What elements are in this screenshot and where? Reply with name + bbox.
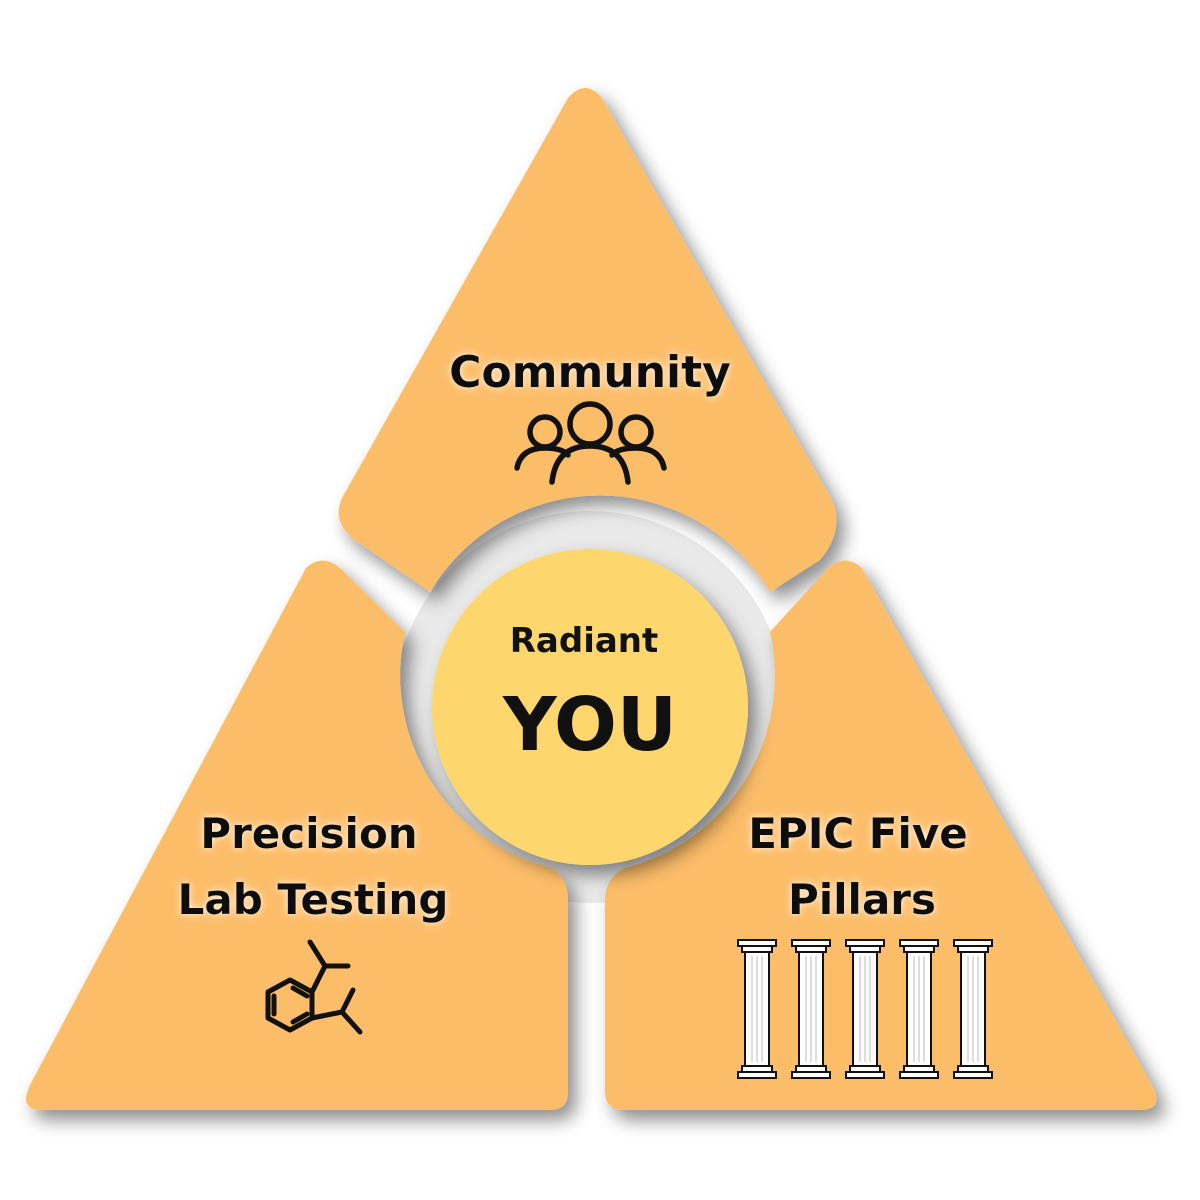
pillar [953, 939, 993, 1079]
lab-testing-label: Lab Testing [178, 875, 449, 924]
pillar [845, 939, 885, 1079]
you-label: YOU [502, 682, 677, 768]
people-group-icon [514, 401, 667, 485]
epic-five-pillars-segment [605, 560, 1157, 1110]
molecule-icon [265, 939, 363, 1035]
community-label: Community [449, 347, 731, 398]
pillars-label: Pillars [788, 875, 936, 924]
community-segment [338, 88, 837, 592]
precision-lab-testing-segment [26, 560, 568, 1110]
pillar [899, 939, 939, 1079]
radiant-label: Radiant [510, 621, 659, 661]
pillar [737, 939, 777, 1079]
pillar [791, 939, 831, 1079]
precision-label: Precision [200, 809, 417, 858]
epic-five-label: EPIC Five [748, 809, 968, 858]
pillars-icon [737, 939, 993, 1079]
center-circle [432, 549, 748, 865]
